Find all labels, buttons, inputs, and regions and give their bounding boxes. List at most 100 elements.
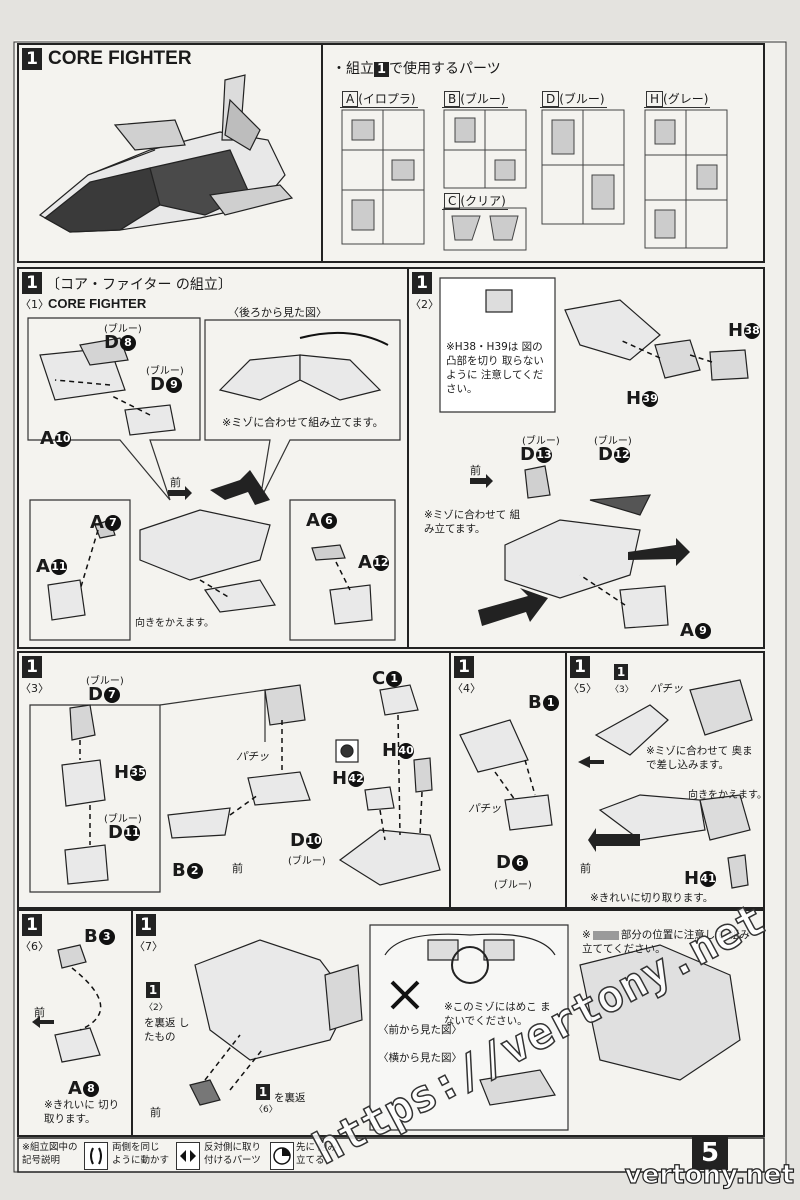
part-number: 8 — [119, 335, 136, 351]
part-letter: D — [520, 444, 535, 465]
step3-diagram — [29, 684, 441, 893]
part-d11: D11 — [108, 822, 140, 843]
part-letter: B — [84, 926, 98, 947]
step2-front: 前 — [470, 464, 481, 477]
part-number: 6 — [320, 513, 337, 529]
part-letter: D — [104, 332, 119, 353]
section-title: CORE FIGHTER — [48, 48, 192, 69]
part-number: 10 — [305, 833, 322, 849]
step7-ref6-sub: 〈6〉 — [254, 1105, 278, 1115]
sprue-letter: D — [542, 91, 560, 107]
part-letter: H — [728, 320, 744, 341]
sprue-color: (グレー) — [663, 92, 709, 106]
part-number: 3 — [98, 929, 115, 945]
step5-cut-note: ※きれいに切り取ります。 — [590, 892, 714, 904]
d6-color: (ブルー) — [494, 880, 532, 891]
part-letter: H — [382, 740, 398, 761]
step1-turn-note: 向きをかえます。 — [135, 618, 214, 629]
step1-sub: 〈1〉 — [20, 298, 49, 311]
note-text: 部分の位置に注意して 組み立ててください。 — [582, 929, 750, 955]
sprue-label-c: C(クリア) — [442, 192, 508, 210]
step6-cut-note: ※きれいに 切り取ります。 — [44, 1099, 120, 1125]
step3-snap: パチッ — [236, 750, 269, 763]
part-number: 7 — [104, 515, 121, 531]
step6-diagram — [54, 944, 102, 1063]
part-number: 2 — [186, 863, 203, 879]
part-number: 1 — [542, 695, 559, 711]
gray-swatch — [592, 930, 619, 940]
part-number: 11 — [123, 825, 140, 841]
step6-front: 前 — [34, 1006, 45, 1019]
part-h42: H42 — [332, 768, 365, 789]
part-letter: D — [88, 684, 103, 705]
step1-subtitle: CORE FIGHTER — [48, 296, 147, 311]
step5-ref-sub: 〈3〉 — [610, 685, 634, 695]
part-number: 1 — [386, 671, 403, 687]
step7-ref6-number: 1 — [256, 1084, 270, 1100]
step4-diagram — [459, 719, 553, 831]
step3-front: 前 — [232, 862, 243, 875]
step4-snap: パチッ — [468, 802, 501, 815]
parts-used-prefix: ・組立 — [332, 61, 374, 77]
step5-arrows — [578, 756, 640, 852]
step6-sub: 〈6〉 — [20, 940, 49, 953]
parts-used-suffix: で使用するパーツ — [389, 61, 501, 77]
part-letter: D — [108, 822, 123, 843]
step5-sub: 〈5〉 — [568, 682, 597, 695]
part-letter: A — [90, 512, 104, 533]
sprue-color: (クリア) — [460, 194, 506, 208]
sprue-color: (ブルー) — [559, 92, 605, 106]
sprue-color: (ブルー) — [460, 92, 506, 106]
part-d10: D10 — [290, 830, 322, 851]
d10-color: (ブルー) — [288, 856, 326, 867]
page-number: 5 — [692, 1136, 728, 1170]
step5-snap: パチッ — [650, 682, 683, 695]
step4-number: 1 — [454, 656, 474, 678]
part-number: 7 — [103, 687, 120, 703]
step2-note: ※H38・H39は 図の凸部を切り 取らないように 注意してください。 — [446, 341, 544, 395]
legend-item1: 両側を同じ ように動かす — [112, 1142, 170, 1166]
d9-color: (ブルー) — [146, 366, 184, 377]
part-number: 9 — [694, 623, 711, 639]
step7-front: 前 — [150, 1106, 161, 1119]
sprue-thumbnails — [341, 109, 728, 251]
part-letter: A — [40, 428, 54, 449]
part-number: 42 — [348, 771, 365, 787]
step7-number: 1 — [136, 914, 156, 936]
step7-groove-note: ※このミゾにはめこ まないでください。 — [444, 1001, 551, 1027]
watermark-site: vertony.net — [624, 1159, 794, 1190]
step7-ref2-number: 1 — [146, 982, 160, 998]
part-number: 8 — [82, 1081, 99, 1097]
core-fighter-illustration — [38, 74, 294, 233]
legend-item3: 先に 組み立てる — [296, 1142, 338, 1166]
step7-ref6-text: を裏返 — [274, 1092, 306, 1104]
step5-number: 1 — [570, 656, 590, 678]
mirror-move-icon — [90, 1147, 102, 1165]
sprue-label-a: A(イロプラ) — [340, 90, 418, 108]
part-number: 38 — [744, 323, 761, 339]
d12-color: (ブルー) — [594, 436, 632, 447]
opposite-side-icon — [180, 1150, 196, 1162]
step1-title: 〔コア・ファイター の組立〕 — [46, 277, 232, 293]
step5-ref-number: 1 — [614, 664, 628, 680]
part-number: 39 — [642, 391, 659, 407]
rear-view-label: 〈後ろから見た図〉 — [228, 306, 327, 319]
part-number: 9 — [165, 377, 182, 393]
sprue-letter: A — [342, 91, 359, 107]
sprue-label-b: B(ブルー) — [442, 90, 508, 108]
step2-groove-note: ※ミゾに合わせて 組み立てます。 — [424, 509, 521, 535]
step6-number: 1 — [22, 914, 42, 936]
d7-color: (ブルー) — [86, 676, 124, 687]
step1-arrows — [168, 470, 270, 505]
part-letter: H — [114, 762, 130, 783]
d8-color: (ブルー) — [104, 324, 142, 335]
